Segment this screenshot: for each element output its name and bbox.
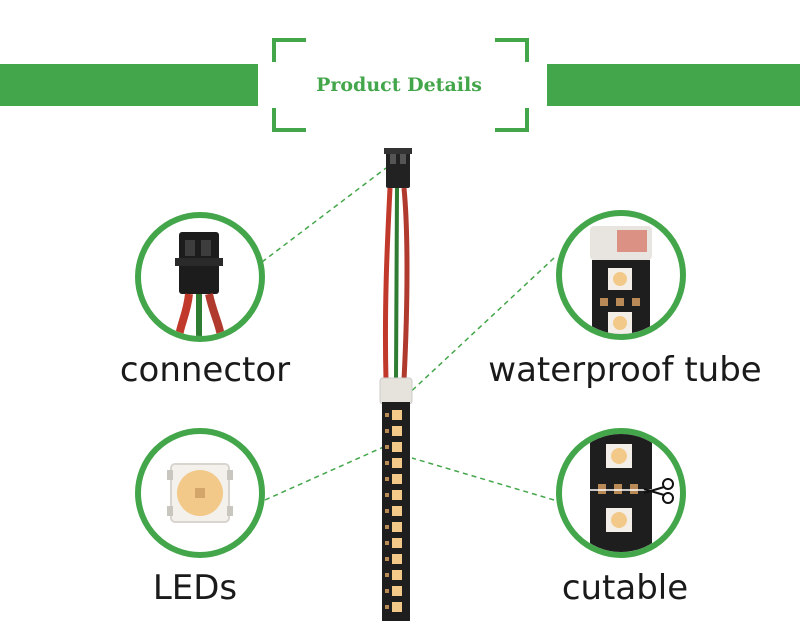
strip-led — [392, 506, 402, 516]
feature-circle-connector — [135, 212, 265, 342]
feature-label-waterproof-tube: waterproof tube — [488, 350, 762, 390]
strip-led — [392, 410, 402, 420]
title-bracket-top-left — [272, 38, 306, 62]
feature-label-leds: LEDs — [152, 568, 238, 608]
wire-bundle — [382, 187, 410, 381]
strip-pad — [385, 525, 389, 529]
title-bracket-top-right — [495, 38, 529, 62]
strip-led — [392, 426, 402, 436]
leader-waterproof-tube — [403, 257, 555, 399]
strip-led — [392, 554, 402, 564]
connector-plug — [384, 148, 412, 188]
page-title: Product Details — [316, 74, 482, 96]
waterproof-tube-closeup — [590, 226, 652, 334]
strip-pad — [385, 589, 389, 593]
strip-pad — [385, 461, 389, 465]
strip-led — [392, 458, 402, 468]
strip-pad — [385, 493, 389, 497]
strip-pad — [385, 573, 389, 577]
feature-circle-cutable — [556, 428, 686, 558]
strip-pad — [385, 605, 389, 609]
title-bracket-bottom-right — [495, 108, 529, 132]
connector-closeup — [175, 232, 225, 336]
scissors-icon — [643, 478, 674, 504]
strip-led — [392, 474, 402, 484]
feature-circle-leds — [135, 428, 265, 558]
header-band-right — [547, 64, 800, 106]
feature-label-connector: connector — [119, 350, 291, 390]
strip-led — [392, 538, 402, 548]
feature-circle-waterproof-tube — [556, 210, 686, 340]
header-band-left — [0, 64, 258, 106]
strip-pad — [385, 413, 389, 417]
strip-pad — [385, 509, 389, 513]
strip-led — [392, 490, 402, 500]
strip-pad — [385, 477, 389, 481]
strip-pad — [385, 557, 389, 561]
strip-pad — [385, 541, 389, 545]
strip-led — [392, 586, 402, 596]
feature-label-cutable: cutable — [561, 568, 689, 608]
strip-led — [392, 442, 402, 452]
strip-led — [392, 570, 402, 580]
leader-connector — [261, 167, 387, 263]
title-bracket-bottom-left — [272, 108, 306, 132]
strip-pad — [385, 445, 389, 449]
cutable-closeup — [590, 434, 662, 552]
led-closeup — [167, 463, 233, 523]
strip-led — [392, 522, 402, 532]
strip-led — [392, 602, 402, 612]
strip-led-row — [385, 410, 402, 612]
leader-leds — [264, 444, 389, 501]
leader-cutable — [411, 457, 555, 501]
end-cap — [379, 377, 413, 405]
strip-pad — [385, 429, 389, 433]
